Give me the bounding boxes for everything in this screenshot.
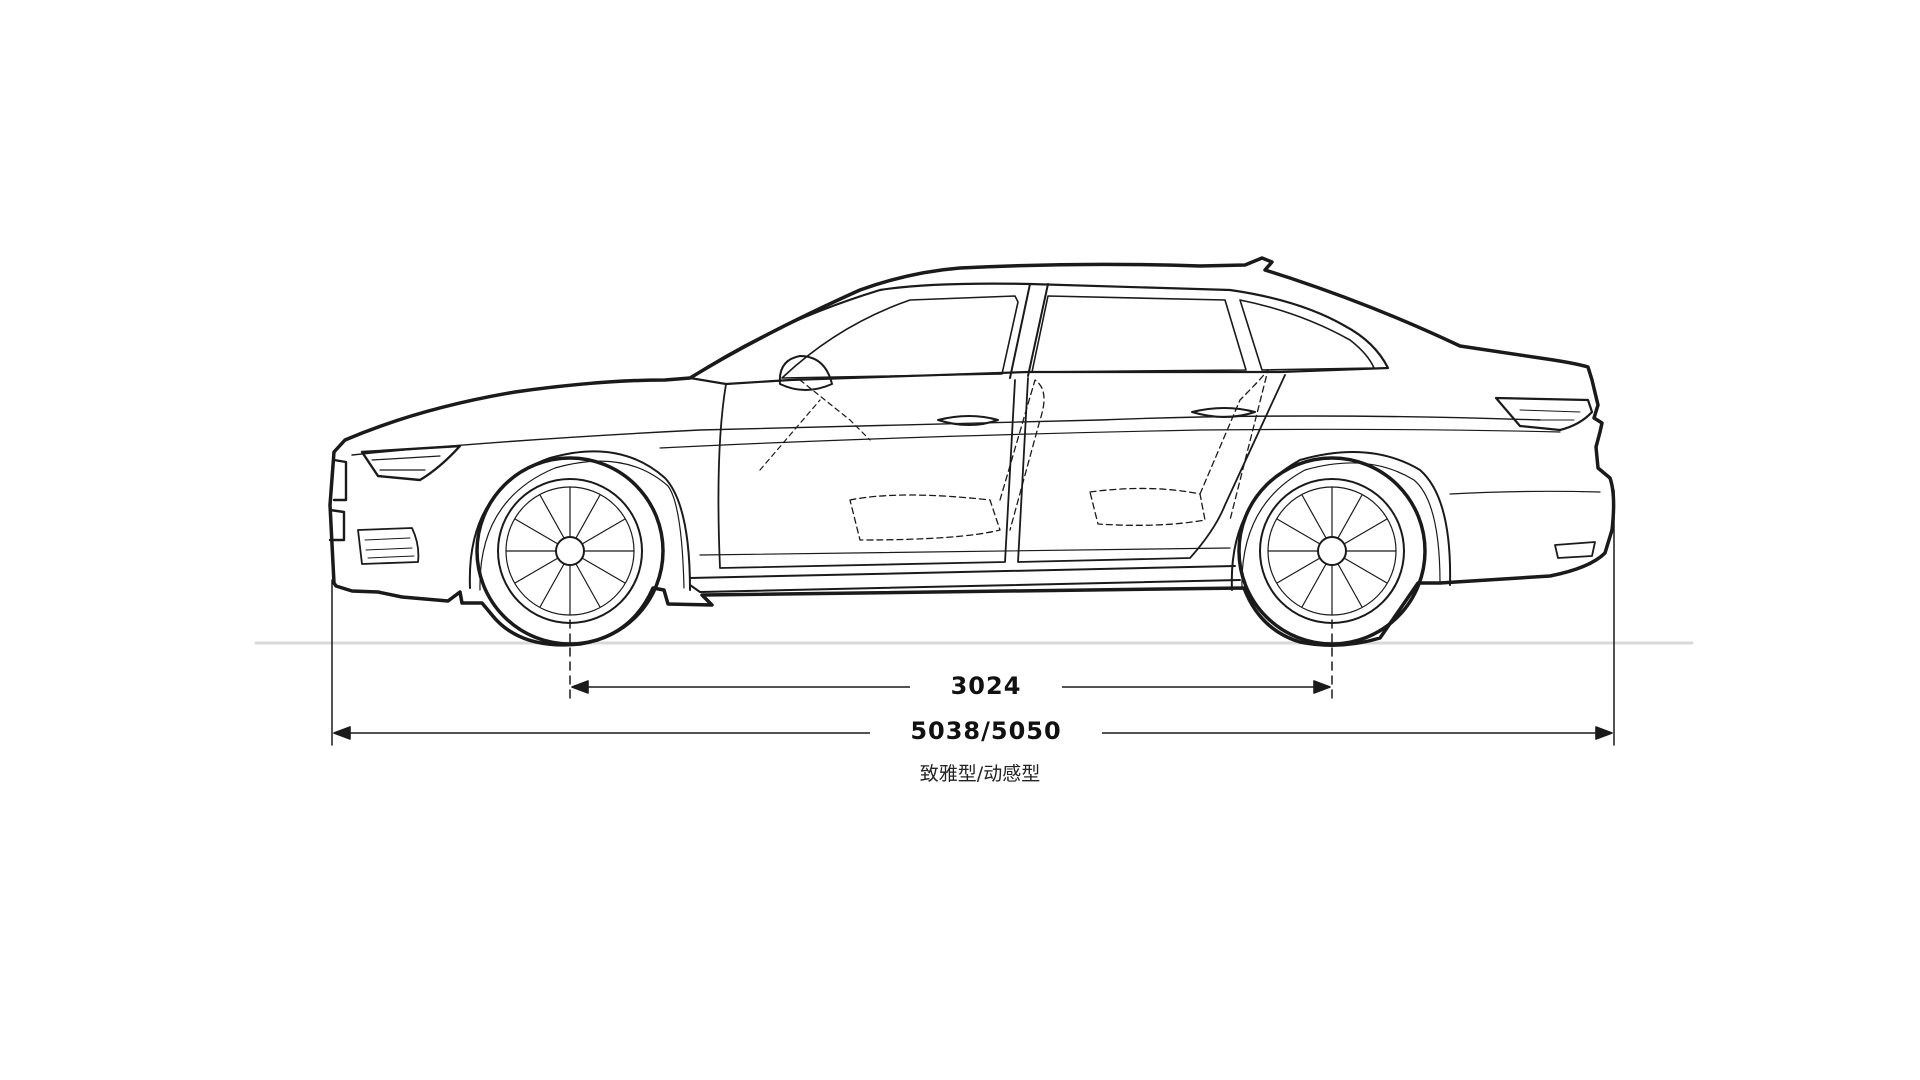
grille <box>328 458 348 542</box>
rear-door-handle <box>1191 407 1256 418</box>
character-line <box>659 428 1561 449</box>
taillight-detail <box>1519 409 1581 421</box>
front-door-outline <box>717 379 1016 569</box>
rear-wheel-arch-inner <box>1241 462 1441 589</box>
quarter-window <box>1239 299 1375 371</box>
car-body-outline <box>328 256 1616 647</box>
wheelbase-value: 3024 <box>910 671 1062 701</box>
b-pillar-2 <box>1027 283 1049 377</box>
steering-dashed <box>759 379 871 471</box>
front-vent-mesh <box>364 537 415 559</box>
front-window <box>781 295 1019 379</box>
trim-caption: 致雅型/动感型 <box>919 763 1041 785</box>
headlight <box>360 444 462 482</box>
front-wheel <box>475 456 665 646</box>
side-mirror <box>778 355 833 391</box>
rear-seat-dashed <box>1089 369 1269 526</box>
rear-exhaust <box>1554 541 1596 559</box>
rear-wheel <box>1237 456 1427 646</box>
headlight-detail <box>371 455 441 471</box>
front-door-handle <box>937 415 999 426</box>
rear-door-outline <box>1017 374 1286 563</box>
front-wheel-arch-inner <box>479 460 685 591</box>
taillight <box>1494 396 1594 432</box>
b-pillar <box>1009 283 1031 379</box>
lower-body-line <box>699 490 1601 556</box>
front-vent <box>357 527 420 565</box>
rocker-panel <box>689 565 1241 593</box>
front-seat-dashed <box>849 379 1045 541</box>
rear-window <box>1031 295 1247 373</box>
overall-length-value: 5038/5050 <box>870 716 1102 746</box>
